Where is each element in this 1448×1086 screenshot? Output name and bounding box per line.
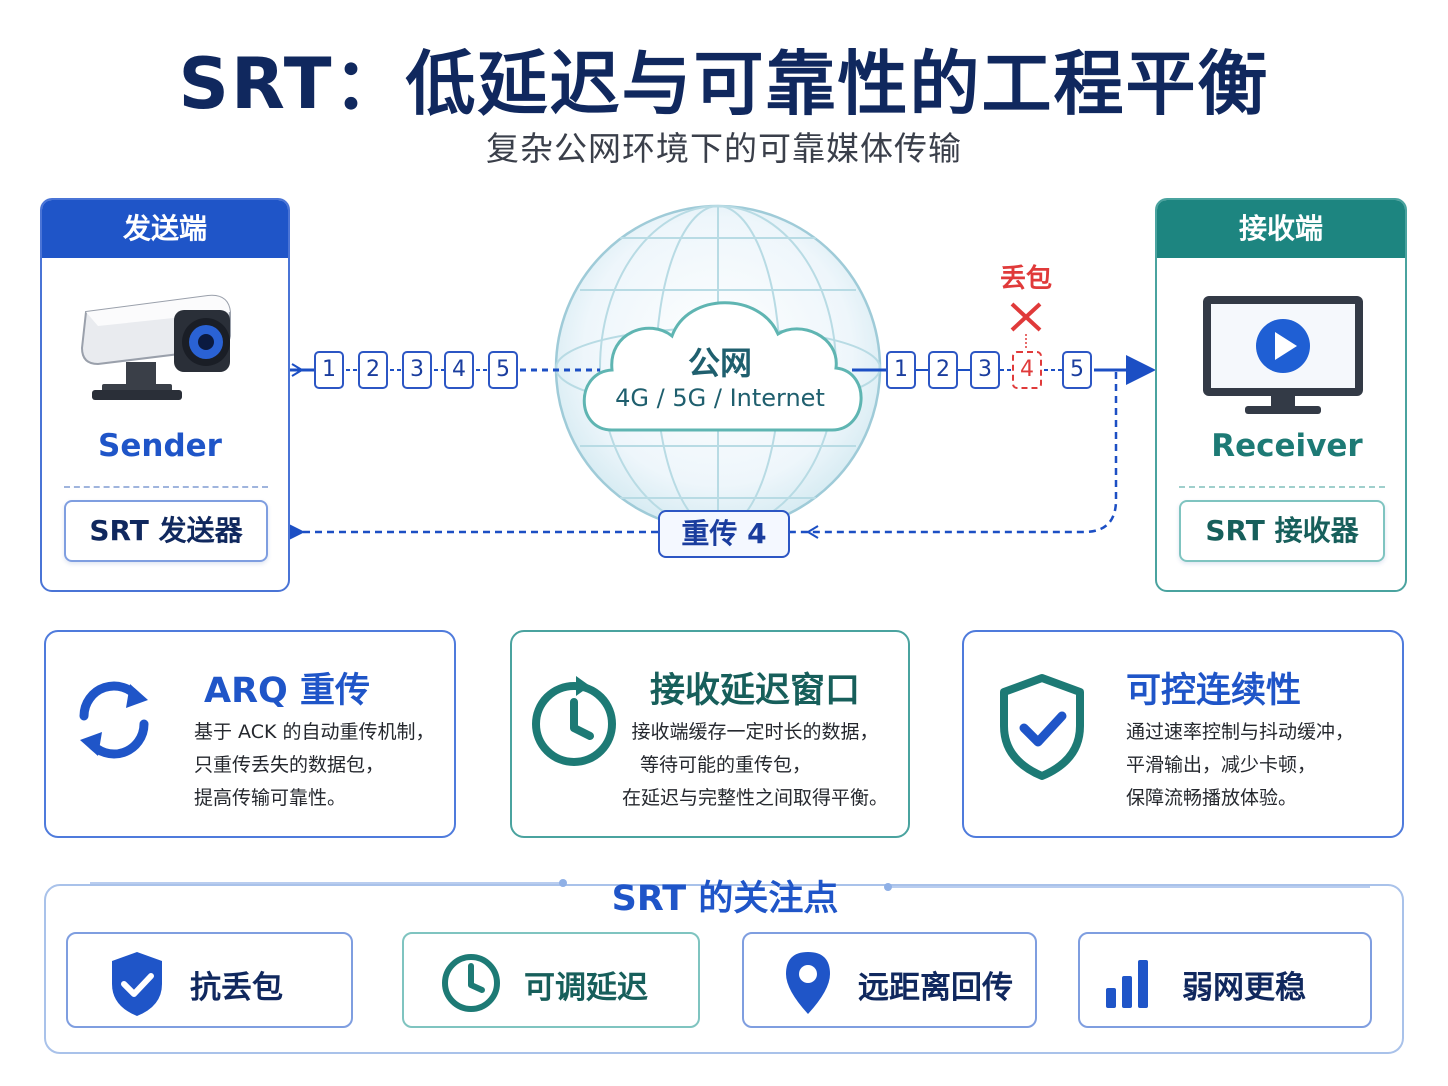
focus-title: SRT 的关注点 xyxy=(611,879,839,919)
page-title: SRT：低延迟与可靠性的工程平衡 xyxy=(178,43,1270,125)
lost-packet: 4 xyxy=(1012,351,1042,389)
focus-title-lines xyxy=(90,879,1370,891)
focus-item-long-distance: 远距离回传 xyxy=(742,932,1037,1028)
refresh-icon xyxy=(79,681,149,759)
card-line: 通过速率控制与抖动缓冲， xyxy=(1126,721,1355,743)
packet: 4 xyxy=(444,351,474,389)
packet: 5 xyxy=(1062,351,1092,389)
loss-label: 丢包 xyxy=(999,264,1052,294)
card-description: 接收端缓存一定时长的数据， 等待可能的重传包， 在延迟与完整性之间取得平衡。 xyxy=(610,716,900,815)
card-line: 等待可能的重传包， xyxy=(640,754,812,776)
focus-item-label: 可调延迟 xyxy=(524,970,648,1006)
focus-item-label: 远距离回传 xyxy=(858,970,1013,1006)
divider xyxy=(1179,486,1385,488)
packet: 2 xyxy=(358,351,388,389)
card-line: 保障流畅播放体验。 xyxy=(1126,787,1298,809)
signal-bars-icon xyxy=(1106,960,1148,1008)
packet: 1 xyxy=(886,351,916,389)
clock-icon xyxy=(532,676,616,766)
card-line: 提高传输可靠性。 xyxy=(194,787,347,809)
focus-item-weak-network: 弱网更稳 xyxy=(1078,932,1372,1028)
focus-section xyxy=(44,884,1404,1054)
focus-item-label: 抗丢包 xyxy=(190,970,283,1006)
shield-check-icon xyxy=(1000,674,1084,780)
packet: 5 xyxy=(488,351,518,389)
card-line: 平滑输出，减少卡顿， xyxy=(1126,754,1317,776)
card-description: 基于 ACK 的自动重传机制， 只重传丢失的数据包， 提高传输可靠性。 xyxy=(194,716,454,815)
cloud-icon xyxy=(582,301,863,432)
lost-x-icon xyxy=(1010,302,1042,348)
network-sublabel: 4G / 5G / Internet xyxy=(615,384,825,412)
focus-item-label: 弱网更稳 xyxy=(1182,970,1306,1006)
receiver-name: Receiver xyxy=(1211,428,1363,464)
page-subtitle: 复杂公网环境下的可靠媒体传输 xyxy=(486,129,962,168)
card-line: 接收端缓存一定时长的数据， xyxy=(631,721,879,743)
feature-card-continuity: 可控连续性 通过速率控制与抖动缓冲， 平滑输出，减少卡顿， 保障流畅播放体验。 xyxy=(962,630,1404,838)
receiver-panel: 接收端 Receiver SRT 接收器 xyxy=(1155,198,1407,592)
monitor-icon xyxy=(1203,296,1363,414)
packet: 2 xyxy=(928,351,958,389)
clock-icon xyxy=(442,954,500,1012)
shield-check-icon xyxy=(112,952,162,1016)
card-title: 可控连续性 xyxy=(1126,671,1302,711)
sender-name: Sender xyxy=(98,428,222,464)
divider xyxy=(64,486,268,488)
packet: 3 xyxy=(402,351,432,389)
card-title: 接收延迟窗口 xyxy=(650,671,861,711)
packet: 1 xyxy=(314,351,344,389)
feature-card-latency-window: 接收延迟窗口 接收端缓存一定时长的数据， 等待可能的重传包， 在延迟与完整性之间… xyxy=(510,630,910,838)
sender-panel: 发送端 Sender SRT 发送器 xyxy=(40,198,290,592)
feature-card-arq: ARQ 重传 基于 ACK 的自动重传机制， 只重传丢失的数据包， 提高传输可靠… xyxy=(44,630,456,838)
packet: 3 xyxy=(970,351,1000,389)
focus-item-packet-loss: 抗丢包 xyxy=(66,932,353,1028)
sender-header: 发送端 xyxy=(42,200,288,258)
camera-icon xyxy=(80,294,231,400)
receiver-header: 接收端 xyxy=(1157,200,1405,258)
card-line: 基于 ACK 的自动重传机制， xyxy=(194,721,435,743)
focus-item-adjustable-latency: 可调延迟 xyxy=(402,932,700,1028)
retransmit-box: 重传 4 xyxy=(658,510,790,558)
card-description: 通过速率控制与抖动缓冲， 平滑输出，减少卡顿， 保障流畅播放体验。 xyxy=(1126,716,1396,815)
card-line: 在延迟与完整性之间取得平衡。 xyxy=(621,787,888,809)
location-pin-icon xyxy=(786,952,830,1014)
card-title: ARQ 重传 xyxy=(204,671,370,711)
network-label: 公网 xyxy=(687,344,752,382)
card-line: 只重传丢失的数据包， xyxy=(194,754,385,776)
srt-sender-button: SRT 发送器 xyxy=(64,500,268,562)
srt-receiver-button: SRT 接收器 xyxy=(1179,500,1385,562)
